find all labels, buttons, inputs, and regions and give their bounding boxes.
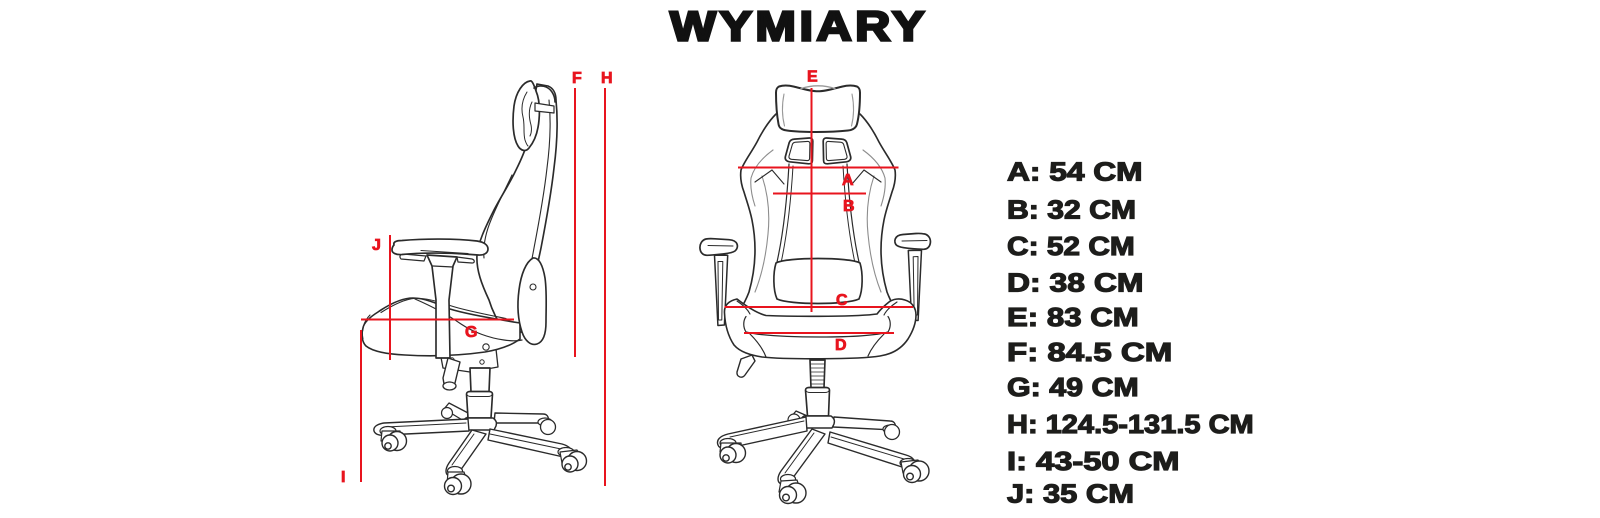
svg-text:D: D (835, 337, 847, 354)
svg-text:C: C (836, 292, 848, 309)
svg-text:WYMIARY: WYMIARY (670, 3, 928, 50)
svg-text:F: F (572, 70, 582, 87)
svg-text:B: 32 CM: B: 32 CM (1007, 194, 1136, 224)
svg-text:F: 84.5 CM: F: 84.5 CM (1007, 337, 1172, 367)
svg-text:A: 54 CM: A: 54 CM (1007, 157, 1143, 187)
svg-text:I: I (341, 469, 345, 486)
svg-text:J: J (372, 237, 381, 254)
svg-text:J: 35 CM: J: 35 CM (1007, 478, 1134, 508)
svg-text:A: A (842, 172, 854, 189)
svg-text:E: E (807, 69, 818, 86)
svg-text:I: 43-50 CM: I: 43-50 CM (1007, 446, 1180, 476)
svg-text:E: 83 CM: E: 83 CM (1007, 302, 1139, 332)
svg-text:C: 52 CM: C: 52 CM (1007, 231, 1135, 261)
svg-text:H: 124.5-131.5 CM: H: 124.5-131.5 CM (1007, 409, 1254, 439)
svg-text:B: B (843, 198, 855, 215)
svg-text:G: G (465, 324, 477, 341)
svg-text:D: 38 CM: D: 38 CM (1007, 268, 1144, 298)
svg-text:H: H (601, 70, 613, 87)
svg-text:G: 49 CM: G: 49 CM (1007, 372, 1139, 402)
